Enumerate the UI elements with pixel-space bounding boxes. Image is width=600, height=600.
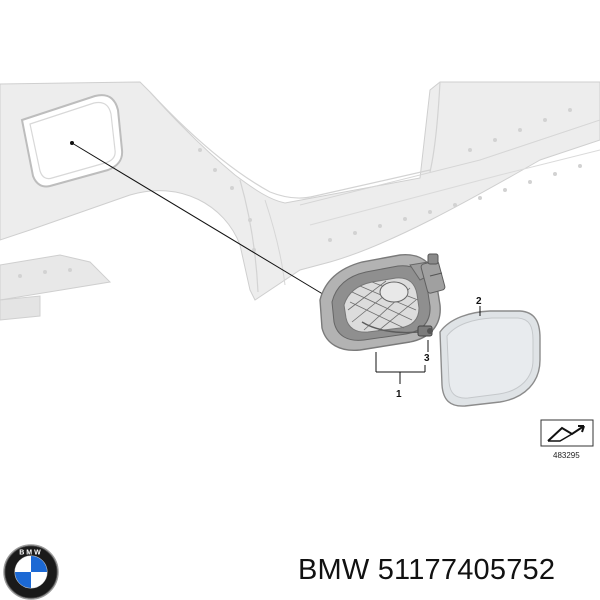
leader-dot: [70, 141, 74, 145]
fuel-filler-flap-diagram: 1 2 3 483295: [0, 81, 600, 460]
orientation-arrow-icon: [540, 419, 594, 447]
logo-text: BMW: [19, 550, 43, 557]
leader-line-opening: [71, 142, 327, 297]
callout-part-1: 1: [396, 389, 402, 400]
actuator-cable-plug: [361, 321, 433, 337]
bmw-roundel-logo: BMW: [3, 544, 59, 600]
part-number-caption: BMW 51177405752: [298, 554, 556, 586]
callout-lines: [375, 306, 481, 384]
callout-part-3: 3: [424, 353, 430, 364]
fuel-filler-housing: [319, 254, 441, 351]
fuel-filler-cap: [439, 310, 541, 407]
diagram-reference-number: 483295: [553, 451, 580, 460]
callout-part-2: 2: [476, 296, 482, 307]
actuator-motor: [420, 253, 446, 294]
fuel-filler-opening: [20, 94, 124, 188]
car-quarter-panel: [0, 81, 600, 321]
